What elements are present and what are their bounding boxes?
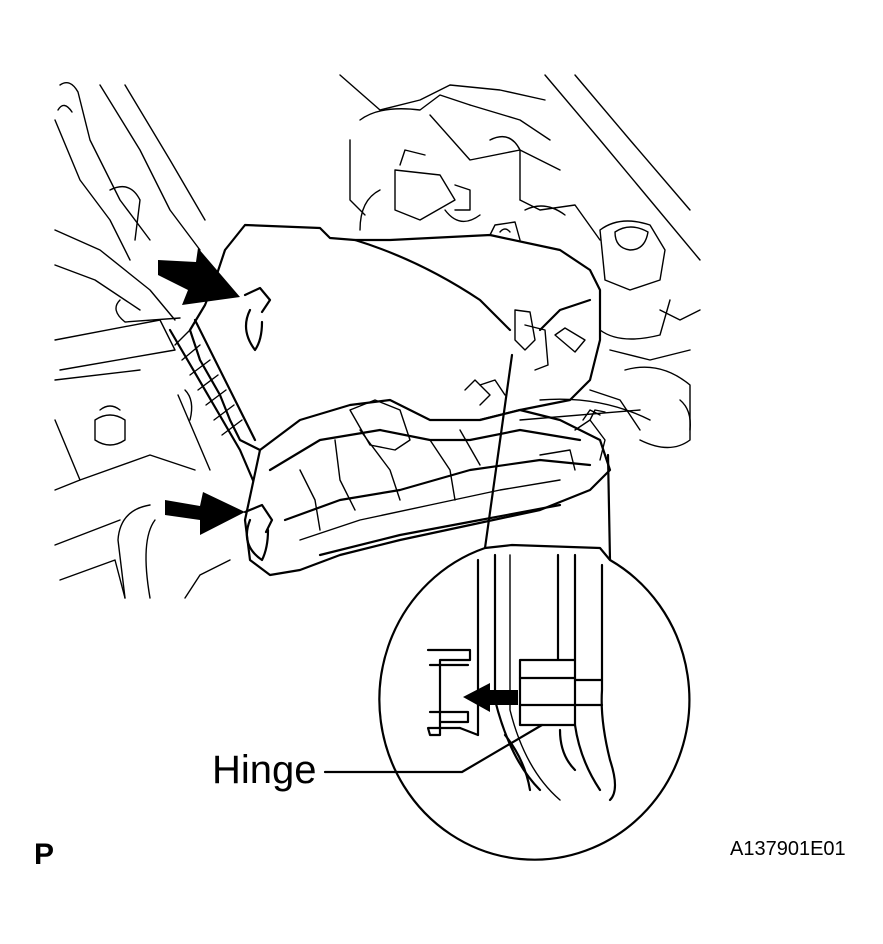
lower-clip-arrow-icon bbox=[165, 492, 245, 535]
hinge-leader-line bbox=[323, 723, 544, 774]
lower-clamp bbox=[243, 503, 274, 562]
air-cleaner-case bbox=[243, 398, 651, 577]
engine-bay-background bbox=[54, 74, 701, 599]
detail-leader bbox=[483, 353, 612, 562]
view-code-label: P bbox=[34, 838, 55, 871]
figure-id-label: A137901E01 bbox=[730, 838, 846, 860]
hinge-callout-label: Hinge bbox=[212, 748, 317, 792]
upper-clip-arrow-icon bbox=[158, 248, 240, 305]
detail-hinge-arrow-icon bbox=[463, 683, 518, 712]
upper-clamp bbox=[243, 286, 272, 352]
hinge-detail-view bbox=[378, 543, 691, 861]
